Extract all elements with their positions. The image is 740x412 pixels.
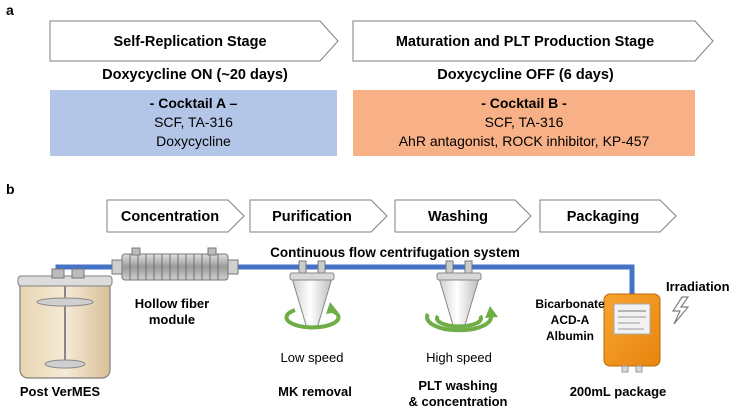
panel-a-letter: a <box>6 2 14 18</box>
stage1-label: Self-Replication Stage <box>113 34 266 50</box>
step-arrow-washing <box>394 199 532 233</box>
bag-additive-3: Albumin <box>546 329 594 343</box>
step-label-washing: Washing <box>428 209 488 225</box>
step-label-concentration: Concentration <box>121 209 219 225</box>
hollow-fiber-label-1: Hollow fiber <box>135 296 209 311</box>
cocktail-b-line-1: SCF, TA-316 <box>484 114 564 130</box>
package-label: 200mL package <box>570 384 667 399</box>
hollow-fiber-label-2: module <box>149 312 195 327</box>
bioreactor-flask-icon <box>17 268 113 379</box>
dox-off-label: Doxycycline OFF (6 days) <box>437 67 614 83</box>
stage2-label: Maturation and PLT Production Stage <box>396 34 654 50</box>
panel-a-graphics: Self-Replication Stage Maturation and PL… <box>49 20 714 62</box>
cocktail-b-line-2: AhR antagonist, ROCK inhibitor, KP-457 <box>398 133 650 149</box>
step-label-purification: Purification <box>272 209 352 225</box>
cocktail-b-title: - Cocktail B - <box>481 95 567 111</box>
plt-washing-label-1: PLT washing <box>418 378 497 393</box>
panel-b-graphics: Concentration Purification Washing Packa… <box>17 199 730 409</box>
step-arrow-purification <box>249 199 388 233</box>
cocktail-a-title: - Cocktail A – <box>149 95 238 111</box>
bag-additive-1: Bicarbonate <box>535 297 605 311</box>
centrifuge-cone-low-speed-icon <box>289 260 335 330</box>
high-speed-label: High speed <box>426 350 492 365</box>
cocktail-a-box: - Cocktail A – SCF, TA-316 Doxycycline <box>50 90 337 156</box>
step-arrow-concentration <box>106 199 245 233</box>
plt-washing-label-2: & concentration <box>409 394 508 409</box>
stage-arrow-self-replication <box>49 20 339 62</box>
rotation-arrow-high-speed-icon <box>425 306 498 333</box>
hollow-fiber-module-icon <box>111 247 239 281</box>
irradiation-label: Irradiation <box>666 279 730 294</box>
rotation-arrow-low-speed-icon <box>284 302 341 330</box>
step-arrow-packaging <box>539 199 677 233</box>
irradiation-lightning-icon <box>671 296 690 325</box>
cocktail-a-line-1: SCF, TA-316 <box>154 114 233 130</box>
cocktail-a-line-2: Doxycycline <box>156 133 231 149</box>
centrifuge-cone-high-speed-icon <box>436 260 482 330</box>
stage-arrow-maturation <box>352 20 714 62</box>
mk-removal-label: MK removal <box>278 384 352 399</box>
dox-on-label: Doxycycline ON (~20 days) <box>102 67 288 83</box>
panel-b-letter: b <box>6 181 15 197</box>
platelet-bag-icon <box>603 293 661 373</box>
low-speed-label: Low speed <box>281 350 344 365</box>
post-vermes-label: Post VerMES <box>20 384 101 399</box>
bag-additive-2: ACD-A <box>551 313 590 327</box>
cocktail-b-box: - Cocktail B - SCF, TA-316 AhR antagonis… <box>353 90 695 156</box>
flow-system-label: Continuous flow centrifugation system <box>270 245 520 260</box>
step-label-packaging: Packaging <box>567 209 640 225</box>
